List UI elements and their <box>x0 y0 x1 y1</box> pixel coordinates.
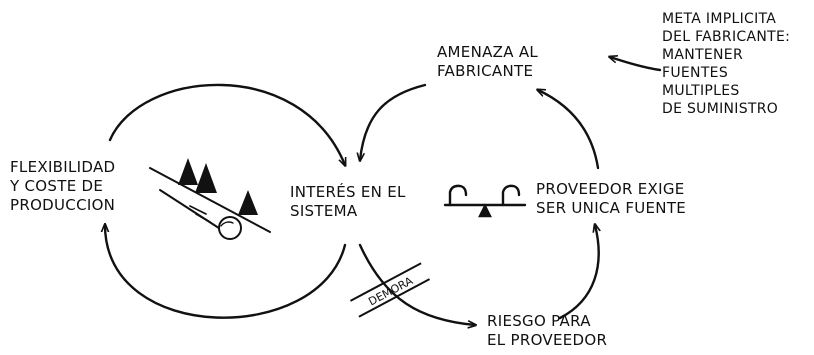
goal-note-line-4: FUENTES <box>662 65 729 81</box>
link-threat-to-center-arrow <box>360 83 427 160</box>
goal-note-label: META IMPLICITA DEL FABRICANTE: MANTENER … <box>662 10 790 118</box>
goal-note-line-3: MANTENER <box>662 47 743 63</box>
goal-note-line-6: DE SUMINISTRO <box>662 101 779 117</box>
right-node-line-2: SER UNICA FUENTE <box>536 199 687 217</box>
snowball-icon <box>149 158 271 240</box>
top-node-label: AMENAZA AL FABRICANTE <box>437 43 538 81</box>
bottom-node-line-1: RIESGO PARA <box>487 312 591 330</box>
link-demand-to-threat-arrow <box>538 90 600 170</box>
goal-note-line-5: MULTIPLES <box>662 83 740 99</box>
delay-marker: DEMORA <box>349 262 431 318</box>
top-node-line-2: FABRICANTE <box>437 62 534 80</box>
link-risk-to-demand-arrow <box>558 225 599 320</box>
goal-note-line-1: META IMPLICITA <box>662 11 777 27</box>
link-goal-to-threat-arrow <box>610 57 662 72</box>
center-node-line-2: SISTEMA <box>290 202 358 220</box>
right-node-label: PROVEEDOR EXIGE SER UNICA FUENTE <box>536 180 686 218</box>
center-node-line-1: INTERÉS EN EL <box>290 183 406 201</box>
left-node-line-3: PRODUCCION <box>10 196 116 214</box>
bottom-node-line-2: EL PROVEEDOR <box>487 331 608 349</box>
right-node-line-1: PROVEEDOR EXIGE <box>536 180 685 198</box>
link-center-to-risk-arrow <box>358 243 475 325</box>
link-center-to-left-arrow <box>105 225 347 319</box>
left-node-label: FLEXIBILIDAD Y COSTE DE PRODUCCION <box>10 158 115 215</box>
left-node-line-1: FLEXIBILIDAD <box>10 158 116 176</box>
goal-note-line-2: DEL FABRICANTE: <box>662 29 791 45</box>
top-node-line-1: AMENAZA AL <box>437 43 539 61</box>
left-node-line-2: Y COSTE DE <box>10 177 104 195</box>
link-left-to-center-arrow <box>108 83 345 165</box>
balance-scale-icon <box>443 184 527 218</box>
center-node-label: INTERÉS EN EL SISTEMA <box>290 183 406 221</box>
bottom-node-label: RIESGO PARA EL PROVEEDOR <box>487 312 607 350</box>
